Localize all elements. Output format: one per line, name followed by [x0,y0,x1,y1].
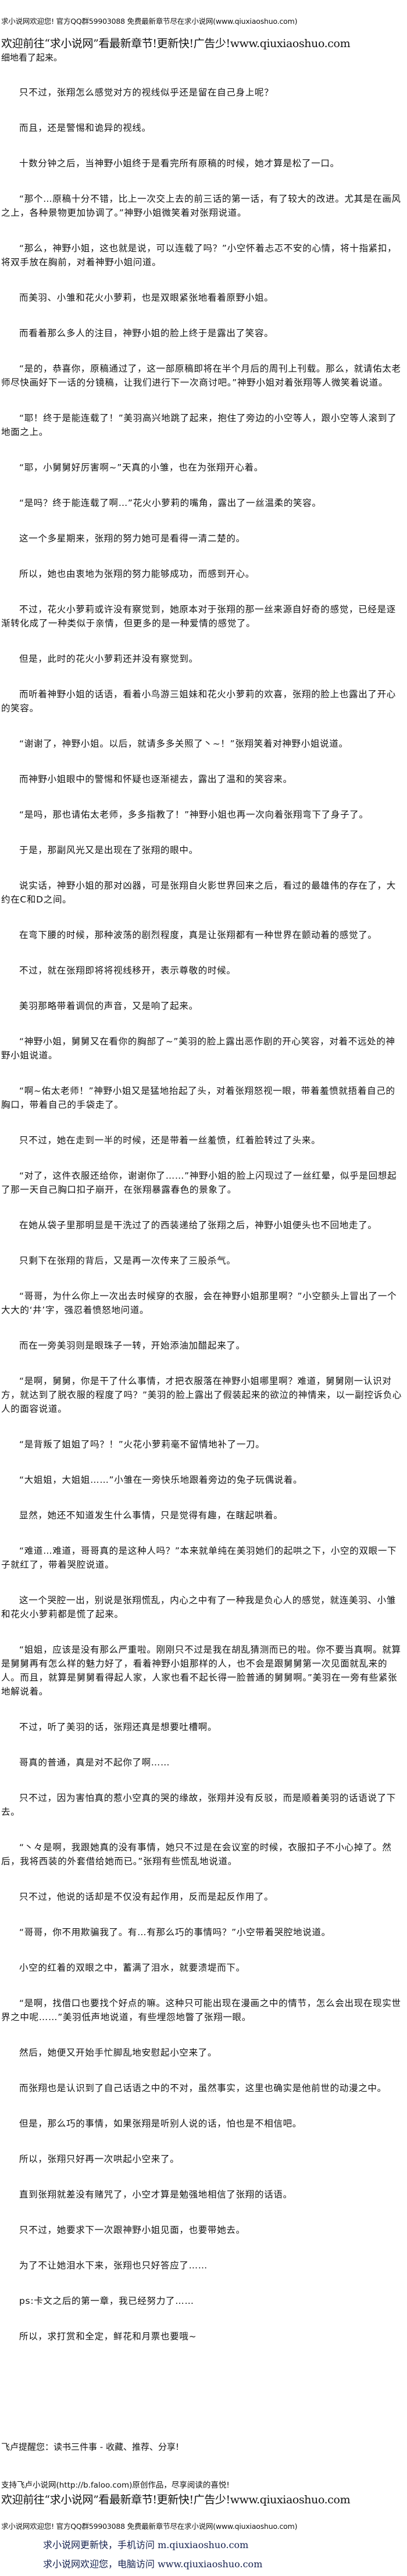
chapter-paragraph: “哥哥，你不用欺骗我了。有…有那么巧的事情吗？”小空带着哭腔地说道。 [19,1927,331,1938]
chapter-paragraph: 美羽那略带着调侃的声音，又是响了起来。 [19,1001,198,1011]
reading-reminder: 飞卢提醒您：读书三件事 - 收藏、推荐、分享! [1,2442,179,2452]
chapter-paragraph: “丶々是啊，我跟她真的没有事情，她只不过是在会议室的时候，衣服扣子不小心掉了。然… [1,1842,392,1867]
chapter-paragraph: 为了不让她泪水下来，张翔也只好答应了…… [19,2260,208,2271]
chapter-paragraph: 然后，她便又开始手忙脚乱地安慰起小空来了。 [19,2047,217,2058]
chapter-paragraph: “是吗，那也请佑太老师，多多指教了！”神野小姐也再一次向着张翔弯下了身子了。 [19,809,369,820]
chapter-paragraph: 而美羽、小雏和花火小萝莉，也是双眼紧张地看着原野小姐。 [19,292,274,303]
chapter-paragraph: “大姐姐，大姐姐……”小雏在一旁快乐地跟着旁边的兔子玩偶说着。 [19,1475,303,1485]
chapter-paragraph: 于是，那副风光又是出现在了张翔的眼中。 [19,845,198,855]
chapter-paragraph: ps:卡文之后的第一章，我已经努力了…… [19,2296,194,2306]
chapter-paragraph: 只不过，张翔怎么感觉对方的视线似乎还是留在自己身上呢？ [19,87,274,98]
chapter-text-fragment: 细地看了起来。 [1,52,63,63]
chapter-paragraph: 直到张翔就差没有赌咒了，小空才算是勉强地相信了张翔的话语。 [19,2189,292,2200]
chapter-paragraph: “是吗？终于能连载了啊…”花火小萝莉的嘴角，露出了一丝温柔的笑容。 [19,498,322,508]
chapter-paragraph: “是的，恭喜你，原稿通过了，这一部原稿即将在半个月后的周刊上刊载。那么，就请佑太… [1,363,401,388]
chapter-paragraph: 只不过，他说的话却是不仅没有起作用，反而是起反作用了。 [19,1892,274,1902]
faloo-support-notice[interactable]: 支持飞卢小说网(http://b.faloo.com)原创作品，尽享阅读的喜悦! [1,2481,230,2490]
mobile-visit-link[interactable]: 求小说网更新快，手机访问 m.qiuxiaoshuo.com [43,2539,249,2550]
chapter-paragraph: “神野小姐，舅舅又在看你的胸部了~”美羽的脸上露出恶作剧的开心笑容，对着不远处的… [1,1036,395,1061]
site-qq-notice-footer: 求小说网欢迎您! 官方QQ群59903088 免费最新章节尽在求小说网(www.… [1,2522,298,2531]
chapter-paragraph: 在弯下腰的时候，那种波荡的剧烈程度，真是让张翔都有一种世界在颤动着的感觉了。 [19,930,377,940]
chapter-paragraph: “耶！终于是能连载了！”美羽高兴地跳了起来，抱住了旁边的小空等人，跟小空等人滚到… [1,413,397,437]
chapter-paragraph: 而且，还是警惕和诡异的视线。 [19,123,151,133]
chapter-paragraph: “难道…难道，哥哥真的是这种人吗？”本来就单纯在美羽她们的起哄之下，小空的双眼一… [1,1546,397,1570]
chapter-paragraph: 不过，花火小萝莉或许没有察觉到，她原本对于张翔的那一丝来源自好奇的感觉，已经是逐… [1,604,397,629]
chapter-paragraph: 只剩下在张翔的背后，又是再一次传来了三股杀气。 [19,1255,236,1266]
chapter-paragraph: “那么，神野小姐，这也就是说，可以连载了吗？”小空怀着忐忑不安的心情，将十指紧扣… [1,243,397,267]
chapter-paragraph: 只不过，因为害怕真的惹小空真的哭的缘故，张翔并没有反驳，而是顺着美羽的话语说了下… [1,1793,397,1817]
site-banner[interactable]: 欢迎前往“求小说网”看最新章节!更新快!广告少!www.qiuxiaoshuo.… [1,37,351,50]
chapter-paragraph: 在她从袋子里那明显是干洗过了的西装递给了张翔之后，神野小姐便头也不回地走了。 [19,1220,377,1230]
chapter-paragraph: “对了，这件衣服还给你，谢谢你了……”神野小姐的脸上闪现过了一丝红晕，似乎是回想… [1,1171,397,1195]
chapter-paragraph: 所以，求打赏和全定，鲜花和月票也要哦~ [19,2331,197,2342]
chapter-paragraph: 不过，听了美羽的话，张翔还真是想要吐槽啊。 [19,1722,217,1732]
chapter-paragraph: “是啊，找借口也要找个好点的嘛。这种只可能出现在漫画之中的情节，怎么会出现在现实… [1,1998,401,2022]
chapter-paragraph: 但是，此时的花火小萝莉还并没有察觉到。 [19,654,198,664]
chapter-paragraph: “啊~佑太老师！”神野小姐又是猛地抬起了头，对着张翔怒视一眼，带着羞愤就捂着自己… [1,1086,395,1110]
chapter-paragraph: 说实话，神野小姐的那对凶器，可是张翔自火影世界回来之后，看过的最雄伟的存在了，大… [1,880,397,905]
chapter-paragraph: 而神野小姐眼中的警惕和怀疑也逐渐褪去，露出了温和的笑容来。 [19,774,292,784]
chapter-paragraph: 哥真的普通，真是对不起你了啊…… [19,1757,170,1768]
chapter-paragraph: “谢谢了，神野小姐。以后，就请多多关照了丶~！”张翔笑着对神野小姐说道。 [19,738,348,749]
desktop-visit-link[interactable]: 求小说网欢迎您，电脑访问 www.qiuxiaoshuo.com [43,2559,263,2570]
chapter-paragraph: “姐姐，应该是没有那么严重啦。刚刚只不过是我在胡乱猜测而已的啦。你不要当真啊。就… [1,1644,401,1697]
chapter-paragraph: 而听着神野小姐的话语，看着小鸟游三姐妹和花火小萝莉的欢喜，张翔的脸上也露出了开心… [1,689,397,713]
chapter-paragraph: “那个…原稿十分不错，比上一次交上去的前三话的第一话，有了较大的改进。尤其是在画… [1,194,401,218]
chapter-paragraph: 而张翔也是认识到了自己话语之中的不对，虽然事实，这里也确实是他前世的动漫之中。 [19,2083,387,2093]
chapter-paragraph: 所以，张翔只好再一次哄起小空来了。 [19,2154,180,2164]
chapter-paragraph: 而在一旁美羽则是眼珠子一转，开始添油加醋起来了。 [19,1340,245,1351]
chapter-paragraph: 不过，就在张翔即将将视线移开，表示尊敬的时候。 [19,965,236,976]
chapter-paragraph: “耶，小舅舅好厉害啊~”天真的小雏，也在为张翔开心着。 [19,462,263,473]
chapter-paragraph: “是啊，舅舅，你是干了什么事情，才把衣服落在神野小姐哪里啊？难道，舅舅刚一认识对… [1,1376,402,1414]
chapter-paragraph: 所以，她也由衷地为张翔的努力能够成功，而感到开心。 [19,569,255,579]
chapter-paragraph: 这一个哭腔一出，别说是张翔慌乱，内心之中有了一种我是负心人的感觉，就连美羽、小雏… [1,1595,397,1619]
chapter-paragraph: 十数分钟之后，当神野小姐终于是看完所有原稿的时候，她才算是松了一口。 [19,158,340,169]
chapter-paragraph: 只不过，她在走到一半的时候，还是带着一丝羞愤，红着脸转过了头来。 [19,1135,321,1146]
chapter-paragraph: 但是，那么巧的事情，如果张翔是听别人说的话，怕也是不相信吧。 [19,2118,302,2129]
chapter-content: 只不过，张翔怎么感觉对方的视线似乎还是留在自己身上呢？ 而且，还是警惕和诡异的视线… [1,85,402,2365]
chapter-paragraph: 这一个多星期来，张翔的努力她可是看得一清二楚的。 [19,533,245,544]
chapter-paragraph: “是背叛了姐姐了吗？！”火花小萝莉毫不留情地补了一刀。 [19,1439,265,1450]
site-banner-footer[interactable]: 欢迎前往“求小说网”看最新章节!更新快!广告少!www.qiuxiaoshuo.… [1,2493,351,2506]
chapter-paragraph: 只不过，她要求下一次跟神野小姐见面，也要带她去。 [19,2225,245,2235]
chapter-paragraph: “哥哥，为什么你上一次出去时候穿的衣服，会在神野小姐那里啊？”小空额头上冒出了一… [1,1291,397,1315]
chapter-paragraph: 而看着那么多人的注目，神野小姐的脸上终于是露出了笑容。 [19,328,274,338]
chapter-paragraph: 小空的红着的双眼之中，蓄满了泪水，就要溃堤而下。 [19,1963,245,1973]
chapter-paragraph: 显然，她还不知道发生什么事情，只是觉得有趣，在瞎起哄着。 [19,1510,283,1521]
site-qq-notice: 求小说网欢迎您! 官方QQ群59903088 免费最新章节尽在求小说网(www.… [1,17,298,26]
